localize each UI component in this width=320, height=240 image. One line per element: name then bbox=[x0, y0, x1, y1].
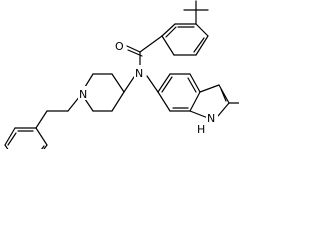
bond bbox=[111, 73, 125, 93]
phenethyl-chain bbox=[35, 95, 81, 129]
bond bbox=[193, 37, 205, 53]
bond bbox=[43, 144, 48, 149]
chemical-structure-diagram: O N N N H bbox=[4, 0, 239, 149]
atom-label-piperidine-nitrogen: N bbox=[78, 86, 90, 101]
bond bbox=[220, 88, 227, 102]
bond bbox=[189, 91, 201, 112]
amide-nitrogen-atom-label: N bbox=[135, 67, 143, 80]
phenyl-ring bbox=[4, 127, 48, 149]
atom-label-amide-nitrogen: N bbox=[134, 65, 146, 80]
indole-benzo-ring bbox=[157, 73, 201, 112]
bond bbox=[189, 110, 209, 119]
piperidine-ring bbox=[84, 73, 125, 112]
bond bbox=[123, 76, 135, 93]
bond bbox=[157, 73, 171, 93]
bond bbox=[187, 77, 197, 93]
bond bbox=[195, 23, 209, 37]
bond bbox=[84, 73, 94, 88]
bond bbox=[7, 132, 17, 146]
bond bbox=[41, 145, 45, 149]
carbonyl-group bbox=[126, 35, 163, 69]
bond bbox=[217, 102, 230, 117]
oxygen-atom-label: O bbox=[115, 40, 124, 53]
benzoyl-ring bbox=[161, 23, 209, 56]
bond bbox=[189, 73, 201, 93]
bond bbox=[165, 26, 177, 38]
bond bbox=[218, 84, 230, 104]
bond bbox=[111, 91, 125, 112]
bond bbox=[161, 76, 173, 93]
atom-label-oxygen: O bbox=[114, 38, 126, 53]
bond bbox=[35, 127, 48, 146]
bond bbox=[199, 84, 220, 93]
indole-pyrrole-ring bbox=[189, 84, 239, 119]
bond bbox=[4, 144, 9, 149]
bond bbox=[4, 127, 16, 146]
bond bbox=[161, 35, 175, 56]
indole-hydrogen-atom-label: H bbox=[197, 123, 205, 136]
bond bbox=[139, 35, 163, 53]
bond bbox=[146, 75, 159, 93]
bond bbox=[161, 23, 176, 37]
tert-butyl-group bbox=[183, 0, 209, 25]
atom-label-indole-nitrogen: N bbox=[206, 111, 218, 125]
bond bbox=[126, 45, 141, 53]
bond bbox=[35, 110, 48, 129]
bond bbox=[84, 98, 94, 112]
bond bbox=[157, 91, 171, 112]
piperidine-nitrogen-atom-label: N bbox=[79, 88, 87, 101]
atom-label-indole-hydrogen: H bbox=[196, 122, 206, 136]
indole-nitrogen-atom-label: N bbox=[207, 112, 215, 125]
bond bbox=[195, 35, 209, 56]
